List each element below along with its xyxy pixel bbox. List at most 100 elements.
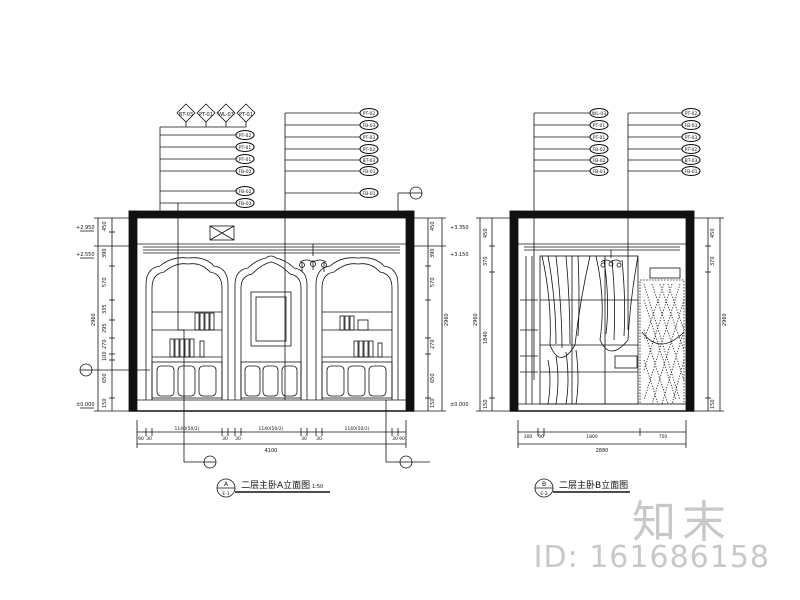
dim-text: 1140(50/2) (174, 426, 199, 432)
tag-label: PT-01 (239, 112, 253, 118)
elevation-b: WL-03 PT-01 PT-01 FB-02 FB-02 FB-03 PT-0… (473, 107, 728, 498)
right-callout-tags: PT-02 FB-03 PT-03 PT-02 BT-03 FB-01 FB-0… (359, 107, 379, 199)
dim-text: 150 (102, 398, 108, 408)
dim-text: 370 (483, 256, 489, 266)
dim-total: 2960 (91, 313, 97, 326)
drawing-title-a: A E-1 二层主卧A立面图 1:50 (216, 478, 330, 498)
left-curtain (541, 255, 591, 405)
callout-code: PT-03 (363, 135, 376, 141)
tag-label: WL-03 (218, 112, 234, 118)
window-frame (539, 255, 681, 405)
section-sheet: E-2 (540, 491, 547, 497)
callout-code: BT-03 (363, 158, 376, 164)
watermark-logo: 知末 (632, 497, 732, 548)
right-curtain (595, 255, 639, 352)
drawing-title: 二层主卧A立面图 (241, 479, 310, 491)
callout-code: BT-03 (685, 158, 698, 164)
section-letter: B (542, 481, 546, 488)
bottom-dimension-chain: 90 30 1140(50/2) 30 30 1140(50/2) 30 30 … (136, 420, 407, 454)
section-sheet: E-1 (222, 491, 229, 497)
dim-text: 390 (102, 248, 108, 258)
dim-total: 2960 (444, 313, 450, 326)
dim-text: 650 (102, 373, 108, 383)
elevation-label: +2.950 (76, 225, 95, 231)
left-dimension-chain: 450 390 570 335 295 270 100 650 150 2960… (76, 217, 130, 412)
elevation-label: ±0.000 (450, 402, 469, 408)
left-callout-leaders (533, 112, 590, 380)
callout-code: WL-03 (592, 111, 606, 117)
dim-text: 30 (235, 436, 241, 442)
dim-text: 450 (483, 228, 489, 238)
right-callout-leaders (627, 112, 682, 330)
left-dimension-chain: 450 370 1840 150 2960 (473, 217, 510, 412)
dim-text: 570 (430, 277, 436, 287)
dim-text: 450 (430, 221, 436, 231)
wall-frame (128, 210, 415, 412)
dim-text: 1840 (483, 331, 489, 344)
dim-text: 30 (316, 436, 322, 442)
callout-code: FB-02 (238, 189, 251, 195)
dim-text: 100 (102, 351, 108, 361)
wall-frame (509, 210, 695, 412)
dim-total: 2960 (473, 313, 479, 326)
dim-text: 270 (430, 339, 436, 349)
callout-code: PT-02 (363, 147, 376, 153)
ceiling-details (137, 225, 406, 254)
dim-text: 90 (538, 434, 544, 440)
drawing-title: 二层主卧B立面图 (559, 479, 628, 491)
elevation-label: +3.350 (450, 225, 469, 231)
callout-code: FB-01 (362, 169, 375, 175)
dim-text: 450 (102, 221, 108, 231)
left-callout-tags: PT-02 PT-01 PT-01 FB-02 FB-02 FB-03 (235, 129, 255, 209)
dim-text: 30 (222, 436, 228, 442)
callout-code: PT-02 (239, 133, 252, 139)
dim-text: 300 (524, 434, 533, 440)
section-marker-left (79, 363, 150, 377)
callout-code: FB-03 (238, 201, 251, 207)
diamond-tag: PT-01 (196, 103, 216, 123)
elevation-label: +3.150 (450, 252, 469, 258)
right-arch-bookcase (315, 257, 399, 400)
callout-code: FB-03 (592, 169, 605, 175)
callout-code: PT-01 (239, 157, 252, 163)
center-arch (234, 255, 308, 400)
section-letter: A (224, 481, 229, 488)
dim-text: 150 (483, 399, 489, 409)
diamond-tag: WL-03 (216, 103, 236, 123)
dim-text: 1140(50/2) (344, 426, 369, 432)
sheer-curtain-pattern (639, 279, 685, 405)
elevation-a: BT-03 PT-01 WL-03 PT-01 (76, 103, 469, 498)
callout-code: PT-03 (685, 135, 698, 141)
dim-text: 150 (710, 399, 716, 409)
callout-code: FB-02 (592, 147, 605, 153)
elevation-label: ±0.000 (76, 402, 95, 408)
ceiling-details (518, 243, 686, 251)
dim-text: 390 (430, 248, 436, 258)
bottom-dimension-chain: 300 90 1800 750 2880 (517, 420, 687, 454)
callout-code: FB-01 (684, 169, 697, 175)
chandelier (299, 244, 327, 272)
left-callout-tags: WL-03 PT-01 PT-01 FB-02 FB-02 FB-03 (589, 107, 609, 177)
section-marker-bottom-left (183, 330, 217, 469)
tag-label: PT-01 (199, 112, 213, 118)
callout-code: FB-03 (362, 123, 375, 129)
dim-text: 1140(50/2) (258, 426, 283, 432)
left-callout-leaders (159, 127, 236, 331)
dim-text: 30 (301, 436, 307, 442)
dim-text: 450 (710, 228, 716, 238)
dim-total: 4100 (265, 448, 278, 454)
dim-text: 1800 (586, 434, 598, 440)
dim-text: 650 (430, 373, 436, 383)
section-marker-bottom-right (385, 400, 430, 469)
tag-label: BT-03 (179, 112, 193, 118)
callout-code: FB-03 (684, 123, 697, 129)
callout-code: FB-01 (362, 191, 375, 197)
dim-text: 90 (399, 436, 405, 442)
dim-text: 30 (392, 436, 398, 442)
dim-text: 30 (146, 436, 152, 442)
diamond-tag: PT-01 (236, 103, 256, 123)
right-dimension-chain: 450 370 150 2960 (694, 217, 728, 412)
watermark-id: ID: 161686158 (533, 540, 770, 575)
callout-code: FB-02 (238, 169, 251, 175)
